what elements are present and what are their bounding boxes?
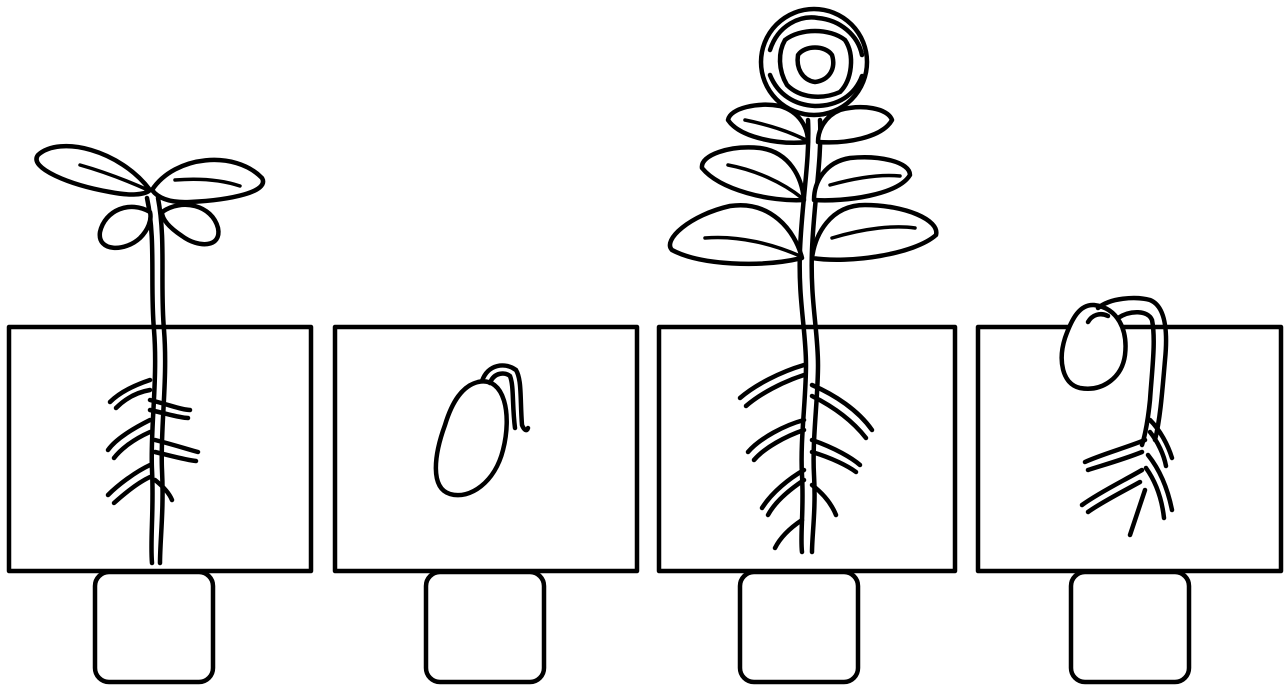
answer-box-3[interactable] (740, 572, 858, 682)
panel-4 (978, 298, 1281, 682)
answer-box-2[interactable] (426, 572, 544, 682)
answer-box-4[interactable] (1071, 572, 1189, 682)
answer-box-1[interactable] (95, 572, 213, 682)
panel-2 (335, 327, 637, 682)
panel-1 (9, 146, 311, 682)
panel-3 (659, 9, 955, 682)
